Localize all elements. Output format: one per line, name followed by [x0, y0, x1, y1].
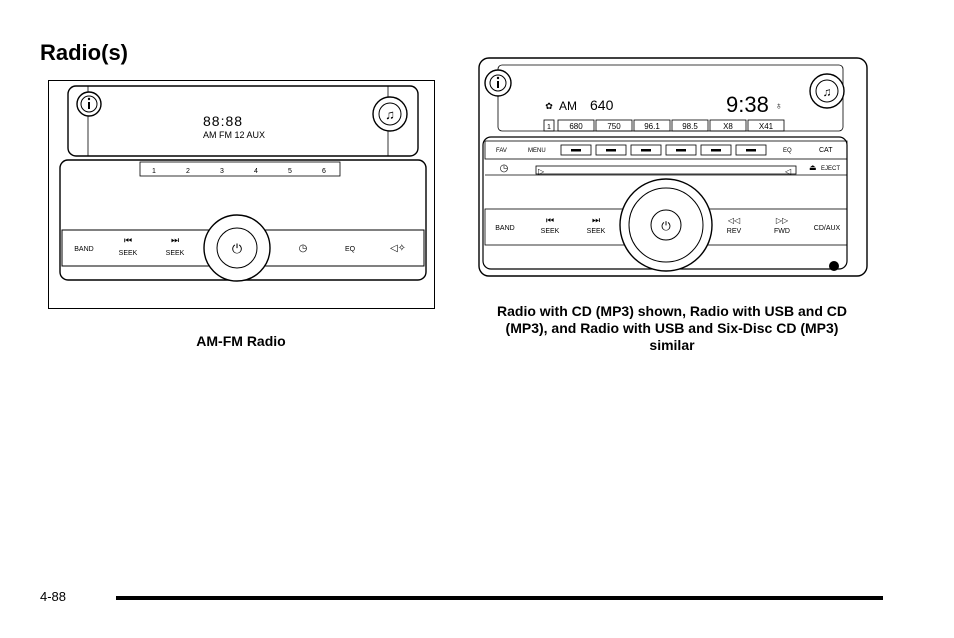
svg-text:⏮: ⏮: [546, 215, 554, 225]
preset-2[interactable]: 2: [186, 168, 190, 175]
preset-5[interactable]: 5: [288, 168, 292, 175]
speaker-balance-icon[interactable]: ◁✧: [390, 243, 406, 254]
svg-text:⏭: ⏭: [592, 215, 600, 225]
eq-button[interactable]: EQ: [783, 148, 792, 154]
cd-aux-button[interactable]: CD/AUX: [814, 225, 841, 232]
svg-text:⏻: ⏻: [661, 219, 671, 233]
favorite-tabs[interactable]: 1 680 750 96.1 98.5 X8 X41: [543, 119, 785, 132]
svg-text:◁: ◁: [785, 167, 792, 176]
svg-text:⏭: ⏭: [171, 235, 179, 245]
seek-forward-button[interactable]: SEEK: [587, 228, 606, 235]
fav-preset-1[interactable]: 680: [569, 122, 583, 131]
cd-radio-caption: Radio with CD (MP3) shown, Radio with US…: [462, 303, 882, 354]
cat-button[interactable]: CAT: [819, 147, 833, 154]
music-note-icon[interactable]: ♫: [809, 73, 845, 109]
svg-text:◁◁: ◁◁: [728, 216, 741, 225]
svg-text:▷▷: ▷▷: [776, 216, 789, 225]
menu-button[interactable]: MENU: [528, 148, 546, 154]
fwd-button[interactable]: FWD: [774, 228, 790, 235]
fav-button[interactable]: FAV: [496, 148, 507, 154]
fav-preset-2[interactable]: 750: [607, 122, 621, 131]
footer-rule: [116, 596, 883, 600]
display-digits: 88:88: [203, 113, 243, 129]
fav-preset-4[interactable]: 98.5: [682, 122, 698, 131]
music-note-icon[interactable]: ♫: [372, 96, 408, 132]
preset-page: 1: [547, 124, 551, 131]
cd-radio-caption-line-1: Radio with CD (MP3) shown, Radio with US…: [497, 303, 847, 319]
svg-text:▷: ▷: [538, 167, 545, 176]
display-band: AM: [559, 99, 577, 113]
preset-strip[interactable]: 1 2 3 4 5 6: [152, 168, 326, 175]
power-volume-knob[interactable]: ⏻: [619, 178, 713, 272]
clock-icon[interactable]: ◷: [299, 243, 308, 254]
cd-radio-illustration: ♫ ✿ AM 640 9:38 ♁ 1 680 750 96.1 98.5 X8…: [478, 57, 868, 277]
am-fm-caption: AM-FM Radio: [196, 333, 286, 349]
svg-text:⏮: ⏮: [124, 235, 132, 245]
cd-radio-caption-line-2: (MP3), and Radio with USB and Six-Disc C…: [505, 320, 839, 336]
page-title: Radio(s): [40, 40, 128, 65]
info-icon[interactable]: [484, 69, 512, 97]
display-band-labels: AM FM 12 AUX: [203, 130, 265, 140]
preset-buttons[interactable]: [560, 144, 767, 156]
svg-text:♫: ♫: [823, 85, 832, 99]
display-frequency: 640: [590, 97, 614, 113]
page-number: 4-88: [40, 589, 67, 604]
preset-6[interactable]: 6: [322, 168, 326, 175]
svg-text:♁: ♁: [775, 101, 783, 112]
eject-button[interactable]: EJECT: [821, 166, 840, 172]
fav-preset-5[interactable]: X8: [723, 122, 733, 131]
eq-button[interactable]: EQ: [345, 246, 356, 253]
svg-text:♫: ♫: [385, 107, 395, 122]
clock-icon[interactable]: ◷: [500, 163, 509, 174]
preset-3[interactable]: 3: [220, 168, 224, 175]
eject-icon[interactable]: ⏏: [809, 163, 817, 172]
cd-radio-caption-line-3: similar: [649, 337, 695, 353]
seek-back-button[interactable]: SEEK: [541, 228, 560, 235]
preset-1[interactable]: 1: [152, 168, 156, 175]
svg-text:⏻: ⏻: [232, 241, 242, 256]
fav-preset-3[interactable]: 96.1: [644, 122, 660, 131]
power-volume-knob[interactable]: ⏻: [203, 214, 271, 282]
svg-text:✿: ✿: [545, 101, 553, 111]
am-fm-radio-illustration: ♫ 88:88 AM FM 12 AUX 1 2 3 4 5 6 BAND ⏮ …: [48, 80, 435, 309]
fav-preset-6[interactable]: X41: [759, 122, 774, 131]
band-button[interactable]: BAND: [495, 225, 514, 232]
indicator-light: [829, 261, 839, 271]
rev-button[interactable]: REV: [727, 228, 742, 235]
seek-back-button[interactable]: SEEK: [119, 250, 138, 257]
preset-4[interactable]: 4: [254, 168, 258, 175]
seek-forward-button[interactable]: SEEK: [166, 250, 185, 257]
band-button[interactable]: BAND: [74, 246, 93, 253]
info-icon[interactable]: [76, 91, 102, 117]
display-time: 9:38: [726, 92, 769, 117]
